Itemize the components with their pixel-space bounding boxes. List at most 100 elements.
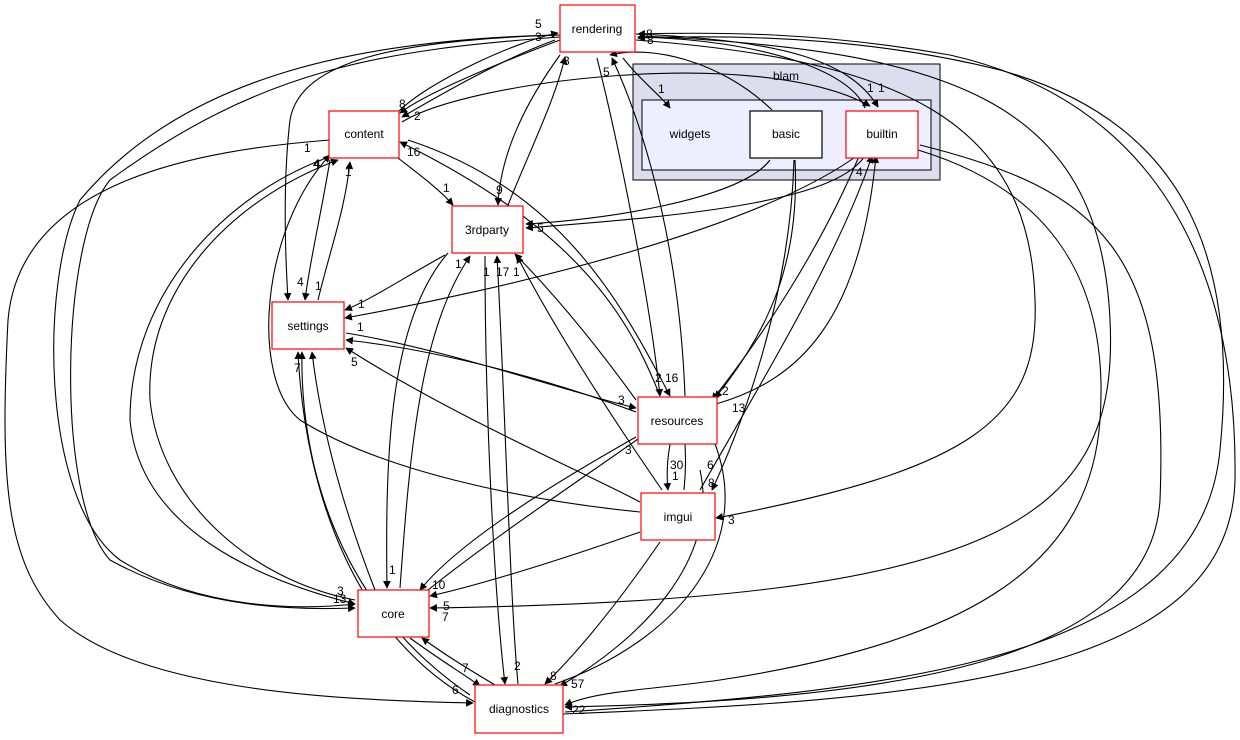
edge <box>622 57 671 109</box>
node-core[interactable]: core <box>357 589 430 638</box>
edge-label: 2 <box>514 659 521 673</box>
edge <box>344 151 863 321</box>
edge-label: 57 <box>571 677 585 691</box>
edge-label: 13 <box>732 401 746 415</box>
node-resources[interactable]: resources <box>637 396 718 445</box>
node-label: diagnostics <box>489 702 549 716</box>
edge <box>711 153 861 401</box>
edge-label: 5 <box>443 599 450 613</box>
edge <box>429 531 641 599</box>
edge-label: 17 <box>496 265 510 279</box>
edge <box>635 39 1036 521</box>
edge-label: 16 <box>665 371 679 385</box>
edge <box>283 34 561 301</box>
edge-label: 3 <box>625 443 632 457</box>
node-3rdparty[interactable]: 3rdparty <box>451 205 524 254</box>
edge-labels: 5 3 8 8 3 5 1 1 1 8 2 1 4 1 16 1 9 5 4 4… <box>294 17 885 717</box>
edge <box>516 255 663 491</box>
edge-label: 1 <box>672 469 679 483</box>
edge-label: 9 <box>496 183 503 197</box>
edge <box>714 159 797 399</box>
edge-label: 2 <box>722 384 729 398</box>
node-imgui[interactable]: imgui <box>640 492 716 541</box>
node-builtin[interactable]: builtin <box>845 110 919 159</box>
node-label: core <box>381 607 405 621</box>
edge-label: 13 <box>333 592 347 606</box>
edge-label: 6 <box>452 683 459 697</box>
edge-label: 5 <box>351 355 358 369</box>
edge <box>409 637 481 687</box>
edge <box>699 155 874 491</box>
edge-label: 4 <box>297 275 304 289</box>
node-rendering[interactable]: rendering <box>559 4 636 53</box>
edge <box>562 29 1236 715</box>
edge <box>399 39 561 114</box>
edge-label: 1 <box>304 141 311 155</box>
edge <box>715 155 880 405</box>
edge-label: 7 <box>442 610 449 624</box>
node-label: imgui <box>664 510 693 524</box>
node-label: rendering <box>572 22 623 36</box>
edge <box>149 158 356 601</box>
edge <box>397 157 454 206</box>
edge <box>554 431 726 685</box>
node-label: content <box>344 127 384 141</box>
edge-label: 4 <box>856 165 863 179</box>
edge <box>308 351 376 591</box>
edge <box>317 161 354 301</box>
edge <box>399 255 471 589</box>
edge-label: 2 <box>414 109 421 123</box>
node-label: 3rdparty <box>465 223 509 237</box>
edge-label: 5 <box>603 65 610 79</box>
edge-label: 8 <box>647 33 654 47</box>
edge <box>596 57 664 397</box>
edge <box>564 33 1225 713</box>
edge <box>637 33 866 109</box>
edge-label: 5 <box>537 221 544 235</box>
edge <box>70 36 561 613</box>
edge-label: 1 <box>483 265 490 279</box>
edge <box>399 141 661 397</box>
edge <box>383 252 449 589</box>
edge-label: 4 <box>314 157 321 171</box>
edge-label: 1 <box>357 320 364 334</box>
edge <box>302 159 331 301</box>
edge <box>53 34 556 609</box>
node-basic[interactable]: basic <box>749 110 823 159</box>
edge-label: 3 <box>563 54 570 68</box>
edge-label: 1 <box>658 82 665 96</box>
edge-label: 3 <box>618 393 625 407</box>
edge <box>564 149 1102 706</box>
edge-label: 30 <box>670 458 684 472</box>
edge-label: 22 <box>572 703 586 717</box>
edge <box>407 139 671 397</box>
edge-label: 3 <box>535 30 542 44</box>
edge-label: 1 <box>867 81 874 95</box>
edge <box>484 255 509 685</box>
node-label: settings <box>287 319 328 333</box>
edge <box>525 153 867 232</box>
node-diagnostics[interactable]: diagnostics <box>474 684 564 734</box>
edge <box>507 56 568 206</box>
edge-label: 8 <box>399 97 406 111</box>
edge <box>544 541 661 685</box>
edge-label: 3 <box>337 584 344 598</box>
edge <box>344 254 446 311</box>
edge-label: 6 <box>707 458 714 472</box>
edge-label: 8 <box>646 27 653 41</box>
edge-label: 1 <box>878 81 885 95</box>
edge <box>294 351 476 703</box>
edge <box>429 35 1112 612</box>
edge-label: 16 <box>407 145 421 159</box>
edge <box>427 431 649 591</box>
edges <box>4 29 1236 715</box>
edge <box>564 144 1162 711</box>
blam-cluster-label: blam <box>773 69 799 83</box>
node-content[interactable]: content <box>328 110 400 159</box>
widgets-label[interactable]: widgets <box>669 127 711 141</box>
node-settings[interactable]: settings <box>271 301 345 350</box>
edge <box>525 159 771 228</box>
edge-label: 3 <box>728 513 735 527</box>
edge <box>4 139 474 707</box>
